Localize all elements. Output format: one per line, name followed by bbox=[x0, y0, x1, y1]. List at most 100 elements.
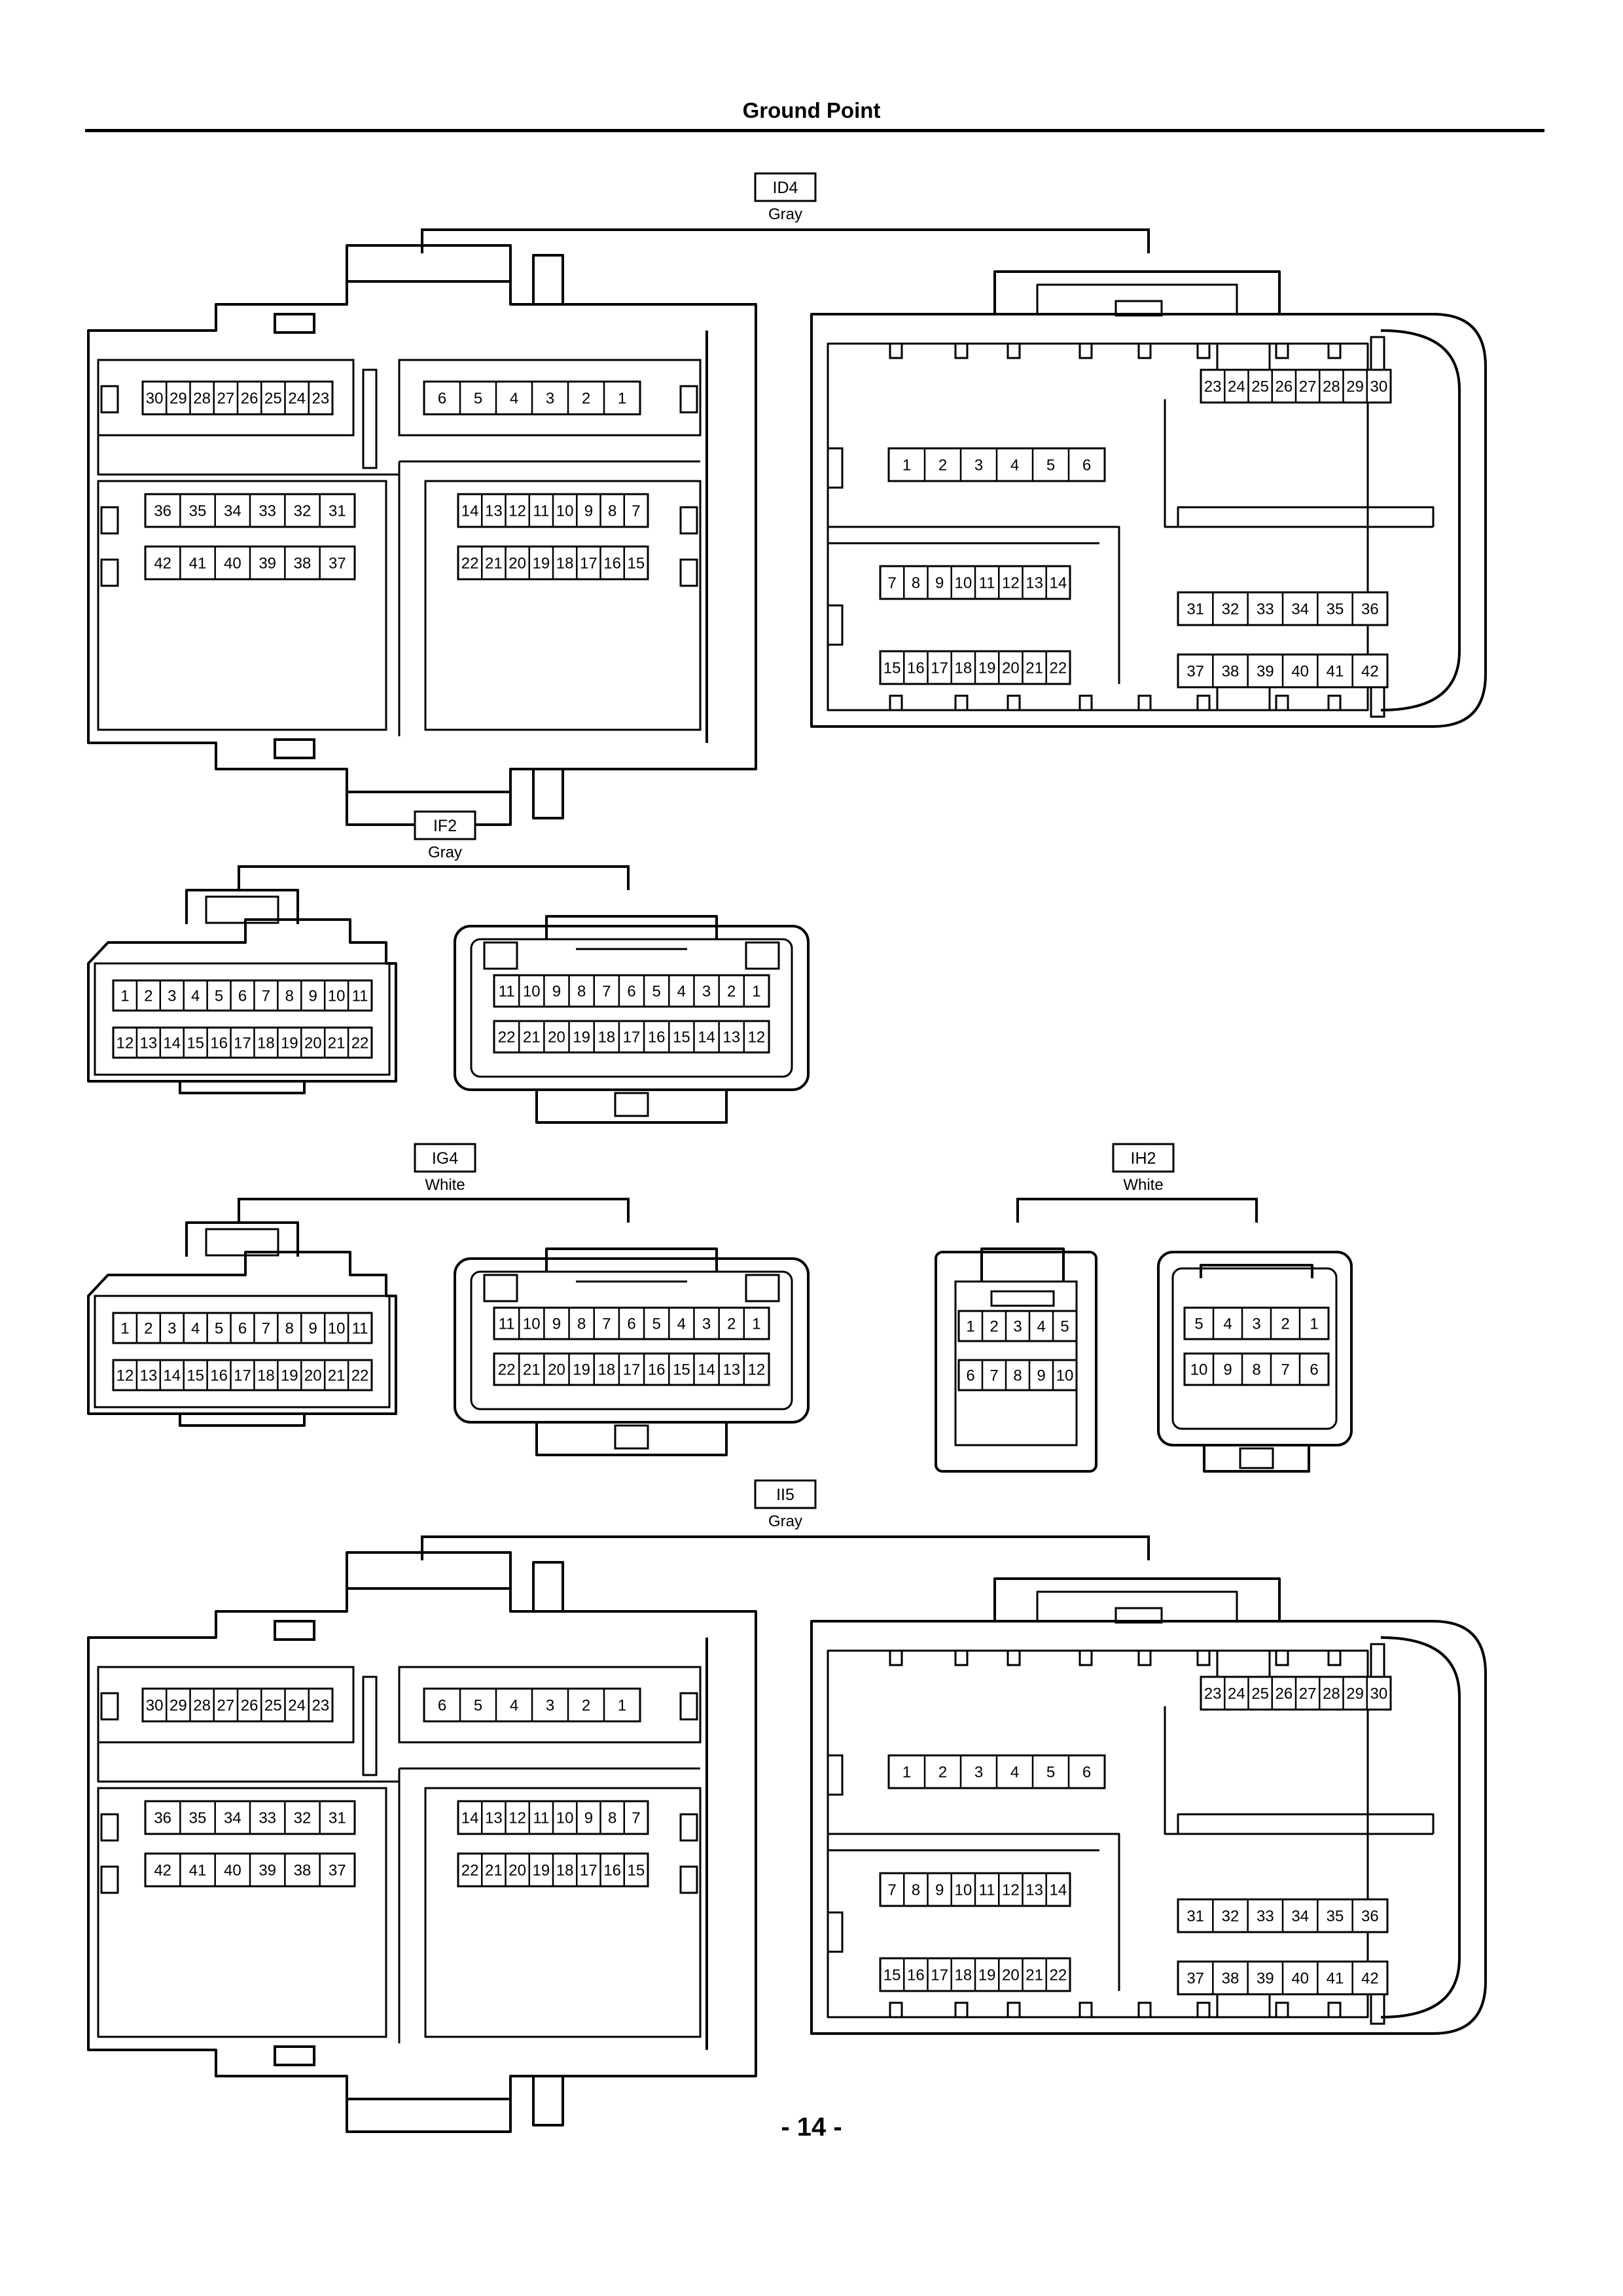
housing-tab bbox=[532, 769, 564, 819]
cavity bbox=[94, 962, 391, 1076]
housing-slot bbox=[614, 1424, 649, 1450]
pin-number: 15 bbox=[673, 1029, 690, 1047]
pin-number: 13 bbox=[485, 1810, 503, 1827]
face-key bbox=[483, 941, 518, 970]
pin-number: 5 bbox=[1046, 1764, 1055, 1782]
pin-number: 4 bbox=[510, 390, 518, 408]
lock-tab bbox=[679, 558, 698, 587]
pin-number: 9 bbox=[584, 503, 593, 520]
pin-number: 25 bbox=[264, 1697, 282, 1715]
pin-number: 7 bbox=[887, 1882, 896, 1899]
pin-number: 38 bbox=[1222, 663, 1240, 681]
housing-base bbox=[179, 1081, 306, 1094]
connector-bracket bbox=[238, 1198, 630, 1223]
pin-number: 8 bbox=[285, 1320, 294, 1338]
pin-number: 11 bbox=[533, 503, 549, 520]
lock-tab bbox=[100, 385, 119, 414]
pin-number: 5 bbox=[474, 1697, 482, 1715]
pin-number: 15 bbox=[187, 1367, 204, 1385]
pin-number: 33 bbox=[1257, 601, 1274, 619]
pin-number: 5 bbox=[1194, 1316, 1203, 1333]
pin-row-frame bbox=[957, 1310, 1078, 1342]
face-key bbox=[483, 1274, 518, 1302]
pin-row-frame bbox=[493, 1020, 770, 1054]
lock-tab bbox=[100, 558, 119, 587]
cavity bbox=[97, 480, 387, 731]
pin-row-frame bbox=[112, 1026, 373, 1059]
connector-color: White bbox=[425, 1176, 465, 1194]
pin-number: 22 bbox=[1050, 660, 1067, 677]
pin-number: 23 bbox=[312, 390, 330, 408]
housing-tab bbox=[532, 2076, 564, 2126]
pin-number: 32 bbox=[1222, 601, 1240, 619]
housing-slot bbox=[274, 1620, 315, 1641]
connector-housing-left bbox=[87, 1251, 397, 1415]
pin-number: 18 bbox=[597, 1361, 615, 1379]
pin-number: 16 bbox=[210, 1035, 228, 1052]
connector-housing-right bbox=[810, 313, 1487, 728]
pin-number: 20 bbox=[548, 1029, 565, 1047]
pin-number: 4 bbox=[191, 1320, 200, 1338]
pin-number: 3 bbox=[702, 1316, 711, 1333]
cavity-line bbox=[97, 1742, 399, 1783]
housing-latch-top bbox=[346, 1551, 512, 1588]
pin-row-frame bbox=[493, 1352, 770, 1386]
connector-id-box bbox=[754, 1479, 817, 1509]
pin-number: 37 bbox=[1186, 1970, 1204, 1988]
pin-number: 20 bbox=[548, 1361, 565, 1379]
pin-number: 42 bbox=[154, 1862, 171, 1880]
pin-number: 21 bbox=[1026, 1967, 1043, 1984]
pin-number: 16 bbox=[603, 555, 621, 573]
connector-housing-left bbox=[935, 1251, 1097, 1473]
pin-number: 23 bbox=[1204, 1685, 1222, 1703]
pin-number: 8 bbox=[912, 575, 920, 592]
pin-number: 33 bbox=[259, 1810, 276, 1827]
pin-number: 27 bbox=[1299, 1685, 1317, 1703]
face-notch bbox=[1079, 2001, 1093, 2018]
pin-number: 4 bbox=[1010, 1764, 1019, 1782]
face-notch bbox=[889, 2001, 903, 2018]
pin-number: 35 bbox=[189, 503, 207, 520]
pin-number: 2 bbox=[727, 1316, 736, 1333]
cavity bbox=[424, 1787, 702, 2038]
pin-number: 21 bbox=[485, 1862, 503, 1880]
pin-number: 17 bbox=[234, 1035, 251, 1052]
pin-number: 42 bbox=[1361, 1970, 1379, 1988]
pin-number: 29 bbox=[1346, 378, 1364, 396]
connector-housing-right bbox=[1157, 1251, 1353, 1446]
pin-number: 12 bbox=[116, 1035, 134, 1052]
pin-number: 9 bbox=[309, 1320, 317, 1338]
pin-number: 7 bbox=[1281, 1361, 1289, 1379]
connector-color: Gray bbox=[768, 1513, 802, 1530]
pin-number: 4 bbox=[191, 988, 200, 1005]
pin-number: 24 bbox=[288, 1697, 306, 1715]
face-notch bbox=[827, 604, 844, 646]
face-notch bbox=[827, 1911, 844, 1953]
pin-number: 20 bbox=[1002, 1967, 1020, 1984]
housing-latch-top bbox=[545, 915, 718, 939]
pin-number: 25 bbox=[1251, 378, 1269, 396]
pin-number: 13 bbox=[140, 1367, 158, 1385]
pin-number: 19 bbox=[281, 1035, 298, 1052]
pin-number: 22 bbox=[1050, 1967, 1067, 1984]
pin-number: 9 bbox=[584, 1810, 593, 1827]
pin-number: 1 bbox=[902, 457, 911, 475]
pin-number: 19 bbox=[533, 555, 550, 573]
pin-number: 7 bbox=[262, 988, 270, 1005]
pin-number: 14 bbox=[698, 1361, 715, 1379]
pin-number: 3 bbox=[168, 1320, 176, 1338]
pin-number: 40 bbox=[224, 1862, 241, 1880]
pin-number: 1 bbox=[1310, 1316, 1318, 1333]
pin-number: 29 bbox=[169, 1697, 187, 1715]
pin-number: 35 bbox=[189, 1810, 207, 1827]
pin-number: 2 bbox=[144, 988, 152, 1005]
pin-number: 31 bbox=[329, 503, 346, 520]
